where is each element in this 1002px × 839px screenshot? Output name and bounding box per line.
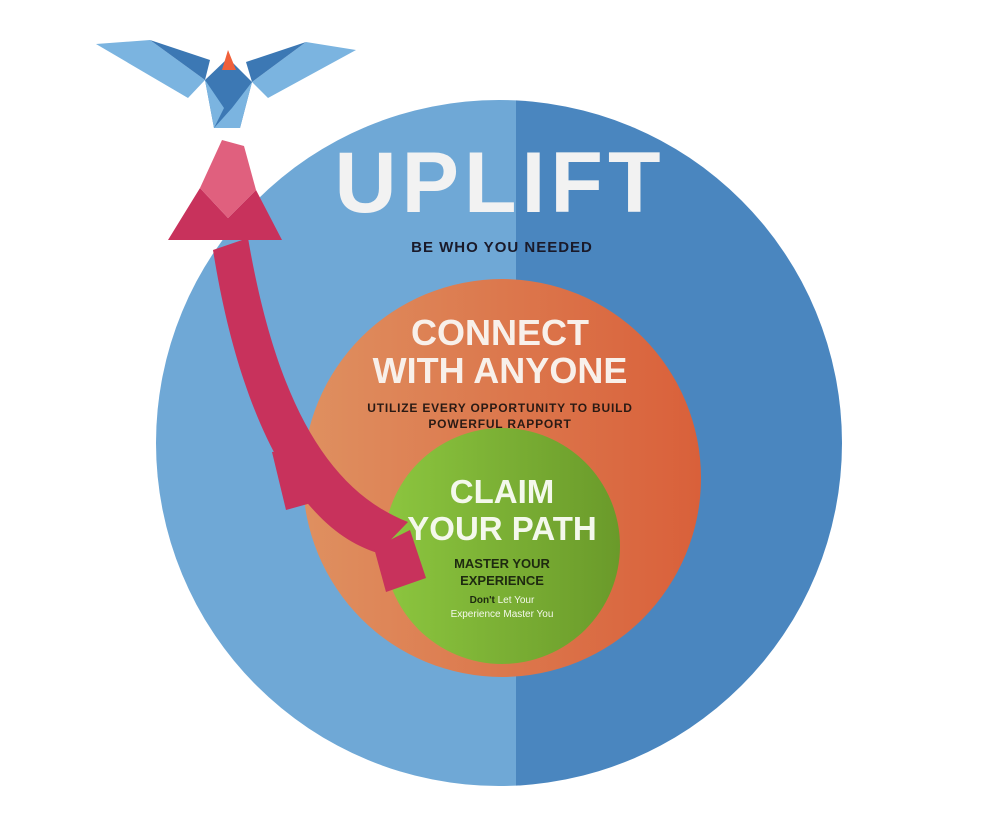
middle-title-line1: CONNECT [411, 312, 589, 353]
inner-note-bold: Don't [470, 595, 496, 606]
inner-note-line2: Experience Master You [451, 609, 554, 620]
outer-subtitle: BE WHO YOU NEEDED [411, 239, 593, 256]
inner-title-line2: YOUR PATH [407, 510, 596, 547]
inner-title-line1: CLAIM [450, 473, 554, 510]
inner-note-line1: Don't Let Your [470, 595, 535, 606]
upward-arrow [168, 140, 426, 592]
inner-circle [384, 428, 620, 664]
middle-subtitle-line1: UTILIZE EVERY OPPORTUNITY TO BUILD [367, 401, 632, 415]
middle-subtitle-line2: POWERFUL RAPPORT [428, 417, 571, 431]
inner-subtitle-line2: EXPERIENCE [460, 573, 544, 588]
middle-title-line2: WITH ANYONE [373, 350, 628, 391]
inner-subtitle-line1: MASTER YOUR [454, 556, 550, 571]
inner-note-rest: Let Your [495, 595, 535, 606]
outer-title: UPLIFT [335, 135, 666, 231]
origami-bird-icon [96, 40, 356, 128]
